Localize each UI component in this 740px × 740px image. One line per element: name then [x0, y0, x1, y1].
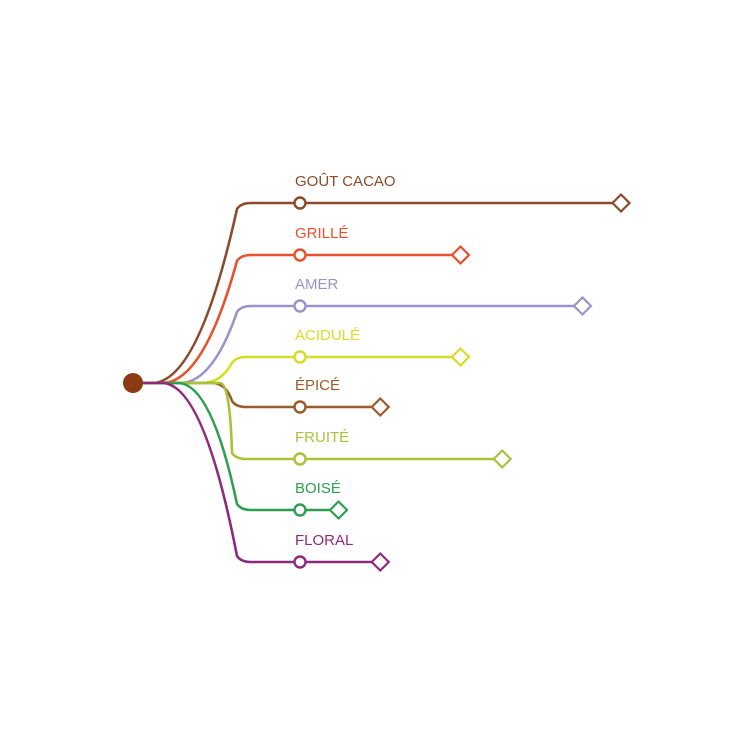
branch-node-boise	[293, 503, 307, 517]
branch-label-epice: ÉPICÉ	[295, 377, 340, 394]
branch-end-diamond-floral	[370, 551, 391, 573]
branch-line-epice	[131, 381, 382, 409]
branch-end-diamond-boise	[328, 499, 349, 521]
branch-label-grille: GRILLÉ	[295, 225, 348, 242]
branch-label-gout-cacao: GOÛT CACAO	[295, 173, 396, 190]
branch-line-gout-cacao	[131, 201, 623, 385]
branches-group: GOÛT CACAO GRILLÉ AMER ACIDULÉ ÉPICÉ FRUITÉ BO…	[131, 173, 632, 573]
branch-node-gout-cacao	[293, 196, 307, 210]
branch-line-floral	[131, 381, 382, 564]
branch-label-acidule: ACIDULÉ	[295, 327, 360, 344]
branch-node-amer	[293, 299, 307, 313]
root-node	[123, 373, 143, 393]
branch-end-diamond-epice	[370, 396, 391, 418]
branch-label-boise: BOISÉ	[295, 480, 341, 497]
branch-line-grille	[131, 253, 462, 385]
branch-node-grille	[293, 248, 307, 262]
branch-line-fruite	[131, 381, 504, 461]
branch-end-diamond-grille	[450, 244, 471, 266]
branch-end-diamond-amer	[572, 295, 593, 317]
branch-end-diamond-gout-cacao	[610, 192, 632, 214]
branch-label-amer: AMER	[295, 276, 339, 293]
branch-line-boise	[131, 381, 340, 512]
branch-line-amer	[131, 304, 584, 385]
branch-node-fruite	[293, 452, 307, 466]
branch-end-diamond-acidule	[450, 346, 471, 368]
branch-end-diamond-fruite	[492, 448, 513, 470]
branch-node-epice	[293, 400, 307, 414]
branch-label-floral: FLORAL	[295, 532, 353, 549]
branch-node-acidule	[293, 350, 307, 364]
branch-label-fruite: FRUITÉ	[295, 429, 349, 446]
branch-node-floral	[293, 555, 307, 569]
